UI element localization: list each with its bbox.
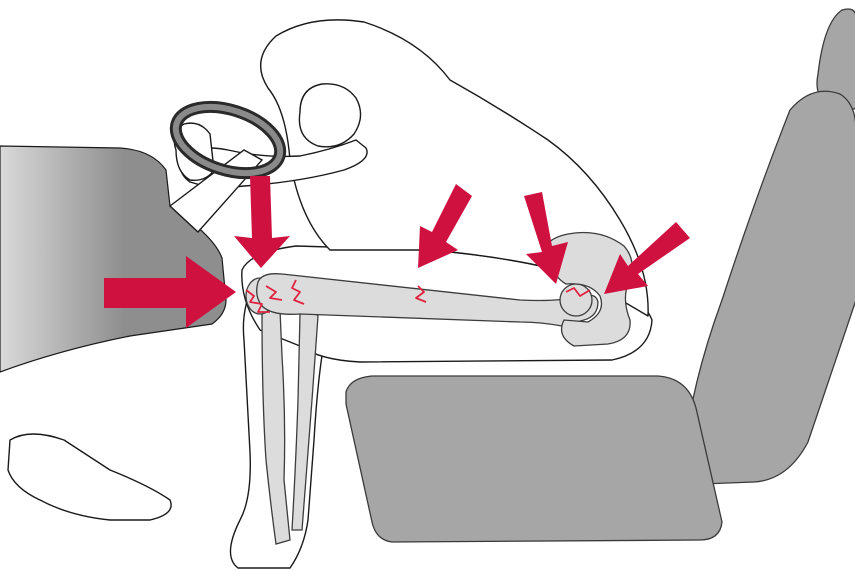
seat-cushion [346, 376, 722, 542]
other-foot-outline [8, 434, 171, 520]
hip-joint [560, 284, 592, 316]
seat-backrest [690, 91, 855, 484]
head-outline [299, 84, 360, 147]
